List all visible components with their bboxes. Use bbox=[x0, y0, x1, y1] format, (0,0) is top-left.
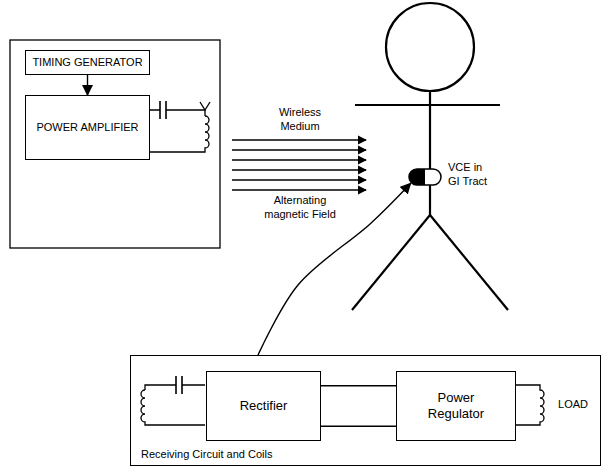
capsule-outline bbox=[409, 169, 441, 185]
drawing-part bbox=[232, 169, 366, 170]
medium-label: Wireless Medium bbox=[262, 106, 338, 134]
load-label: LOAD bbox=[550, 398, 596, 412]
receiver-coil bbox=[141, 390, 205, 425]
drawing-part bbox=[232, 159, 366, 160]
block-label: TIMING GENERATOR bbox=[32, 56, 142, 69]
rectifier-box: Rectifier bbox=[206, 371, 321, 441]
power-amplifier-box: POWER AMPLIFIER bbox=[25, 95, 150, 160]
connector bbox=[258, 183, 411, 355]
connector bbox=[87, 75, 88, 95]
connector bbox=[321, 385, 396, 386]
transmitter-housing bbox=[10, 40, 220, 248]
drawing-part bbox=[232, 139, 366, 140]
receiver-housing: Receiving Circuit and Coils Rectifier Powe… bbox=[130, 355, 601, 466]
timing-generator-box: TIMING GENERATOR bbox=[25, 50, 150, 75]
drawing-part bbox=[429, 91, 431, 215]
drawing-part bbox=[232, 189, 366, 190]
capacitor-symbol bbox=[176, 376, 182, 394]
drawing-part bbox=[386, 3, 474, 91]
drawing-part bbox=[10, 3, 544, 425]
capsule-label: VCE in GI Tract bbox=[448, 160, 494, 189]
antenna-symbol bbox=[200, 102, 210, 110]
field-arrows bbox=[232, 140, 366, 190]
block-label: POWER AMPLIFIER bbox=[36, 121, 138, 134]
capacitor-symbol bbox=[160, 101, 166, 119]
block-label: Power Regulator bbox=[411, 390, 501, 421]
drawing-part bbox=[430, 215, 508, 310]
capsule-cap bbox=[409, 169, 425, 185]
drawing-part bbox=[355, 104, 500, 106]
block-label: Rectifier bbox=[240, 398, 288, 414]
human-figure bbox=[352, 3, 508, 310]
transmitter-wire bbox=[150, 110, 205, 116]
drawing-part bbox=[232, 179, 366, 180]
group-title: Receiving Circuit and Coils bbox=[141, 448, 272, 461]
connector bbox=[321, 426, 396, 427]
receiver-wire bbox=[145, 385, 205, 390]
drawing-part bbox=[232, 149, 366, 150]
load-coil bbox=[515, 385, 544, 425]
transmitter-coil bbox=[150, 116, 209, 152]
power-regulator-box: Power Regulator bbox=[396, 371, 516, 441]
capsule-endoscope: VCE in GI Tract bbox=[408, 168, 442, 186]
field-label: Alternating magnetic Field bbox=[258, 194, 342, 222]
capsule-shape bbox=[408, 168, 442, 186]
